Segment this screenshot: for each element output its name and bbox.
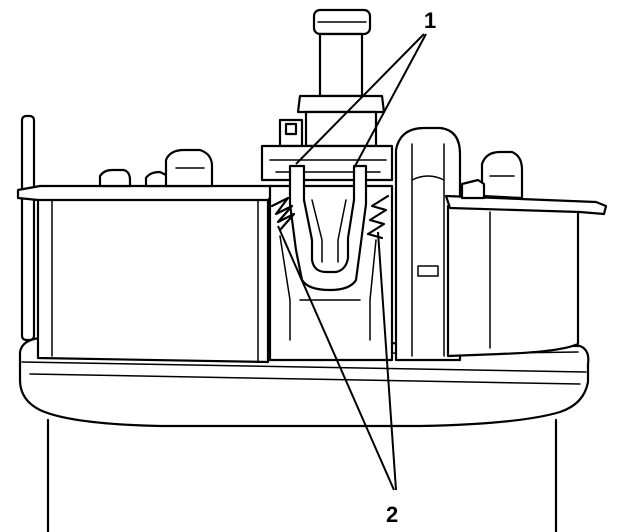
center-seal-assembly xyxy=(268,164,394,362)
callout-label-2: 2 xyxy=(386,502,398,527)
outlet-nozzle xyxy=(260,8,394,182)
left-tube xyxy=(20,114,36,342)
pump-body xyxy=(46,418,558,532)
callout-leaders xyxy=(277,33,427,491)
callout-label-1: 1 xyxy=(424,8,436,33)
left-housing xyxy=(16,148,276,364)
right-pipe xyxy=(394,126,462,362)
right-housing xyxy=(444,150,608,358)
